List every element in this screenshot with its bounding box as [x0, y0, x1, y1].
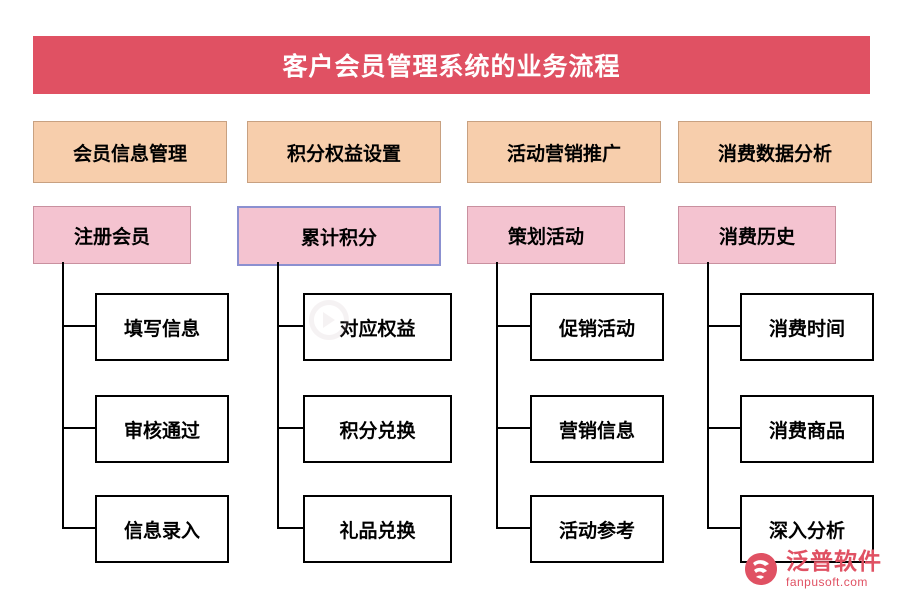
connector-vertical-2 — [277, 262, 279, 528]
leaf-box-1-1-label: 填写信息 — [123, 318, 200, 340]
leaf-box-2-2[interactable]: 积分兑换 — [303, 395, 452, 463]
leaf-box-4-2-label: 消费商品 — [768, 420, 845, 442]
connector-horizontal-3-1 — [496, 325, 530, 327]
leaf-box-1-2-label: 审核通过 — [123, 420, 200, 442]
connector-horizontal-4-3 — [707, 527, 740, 529]
column-header-4[interactable]: 消费数据分析 — [678, 121, 872, 183]
connector-horizontal-1-3 — [62, 527, 95, 529]
sub-header-3[interactable]: 策划活动 — [467, 206, 625, 264]
connector-horizontal-3-3 — [496, 527, 530, 529]
column-header-1-label: 会员信息管理 — [72, 143, 187, 165]
diagram-title-banner: 客户会员管理系统的业务流程 — [33, 36, 870, 94]
connector-horizontal-4-1 — [707, 325, 740, 327]
connector-horizontal-3-2 — [496, 427, 530, 429]
connector-horizontal-1-2 — [62, 427, 95, 429]
leaf-box-2-3-label: 礼品兑换 — [339, 520, 416, 542]
connector-horizontal-2-1 — [277, 325, 303, 327]
leaf-box-3-1-label: 促销活动 — [558, 318, 635, 340]
leaf-box-3-2-label: 营销信息 — [558, 420, 635, 442]
column-header-2[interactable]: 积分权益设置 — [247, 121, 441, 183]
connector-horizontal-2-2 — [277, 427, 303, 429]
column-header-2-label: 积分权益设置 — [286, 143, 401, 165]
connector-horizontal-4-2 — [707, 427, 740, 429]
connector-horizontal-2-3 — [277, 527, 303, 529]
sub-header-2-label: 累计积分 — [300, 227, 377, 249]
leaf-box-1-2[interactable]: 审核通过 — [95, 395, 229, 463]
column-header-4-label: 消费数据分析 — [717, 143, 832, 165]
leaf-box-2-1[interactable]: 对应权益 — [303, 293, 452, 361]
logo-name-en: fanpusoft.com — [786, 575, 868, 589]
leaf-box-4-3[interactable]: 深入分析 — [740, 495, 874, 563]
logo-name-cn: 泛普软件 — [786, 548, 882, 574]
leaf-box-1-1[interactable]: 填写信息 — [95, 293, 229, 361]
leaf-box-4-1-label: 消费时间 — [768, 318, 845, 340]
connector-vertical-4 — [707, 262, 709, 528]
leaf-box-3-2[interactable]: 营销信息 — [530, 395, 664, 463]
column-header-3-label: 活动营销推广 — [506, 143, 621, 165]
leaf-box-2-2-label: 积分兑换 — [339, 420, 416, 442]
sub-header-4-label: 消费历史 — [718, 226, 795, 248]
leaf-box-3-1[interactable]: 促销活动 — [530, 293, 664, 361]
logo-text: 泛普软件 fanpusoft.com — [786, 548, 882, 589]
logo-mark-icon — [743, 551, 779, 587]
column-header-3[interactable]: 活动营销推广 — [467, 121, 661, 183]
diagram-title: 客户会员管理系统的业务流程 — [282, 53, 621, 81]
leaf-box-1-3-label: 信息录入 — [123, 520, 200, 542]
leaf-box-4-2[interactable]: 消费商品 — [740, 395, 874, 463]
leaf-box-4-3-label: 深入分析 — [768, 520, 845, 542]
leaf-box-2-1-label: 对应权益 — [339, 318, 416, 340]
leaf-box-4-1[interactable]: 消费时间 — [740, 293, 874, 361]
connector-vertical-1 — [62, 262, 64, 528]
connector-vertical-3 — [496, 262, 498, 528]
sub-header-1[interactable]: 注册会员 — [33, 206, 191, 264]
sub-header-4[interactable]: 消费历史 — [678, 206, 836, 264]
sub-header-3-label: 策划活动 — [507, 226, 584, 248]
column-header-1[interactable]: 会员信息管理 — [33, 121, 227, 183]
leaf-box-3-3[interactable]: 活动参考 — [530, 495, 664, 563]
leaf-box-3-3-label: 活动参考 — [558, 520, 635, 542]
sub-header-1-label: 注册会员 — [73, 226, 150, 248]
leaf-box-2-3[interactable]: 礼品兑换 — [303, 495, 452, 563]
connector-horizontal-1-1 — [62, 325, 95, 327]
leaf-box-1-3[interactable]: 信息录入 — [95, 495, 229, 563]
company-logo: 泛普软件 fanpusoft.com — [743, 550, 882, 588]
sub-header-2[interactable]: 累计积分 — [237, 206, 441, 266]
